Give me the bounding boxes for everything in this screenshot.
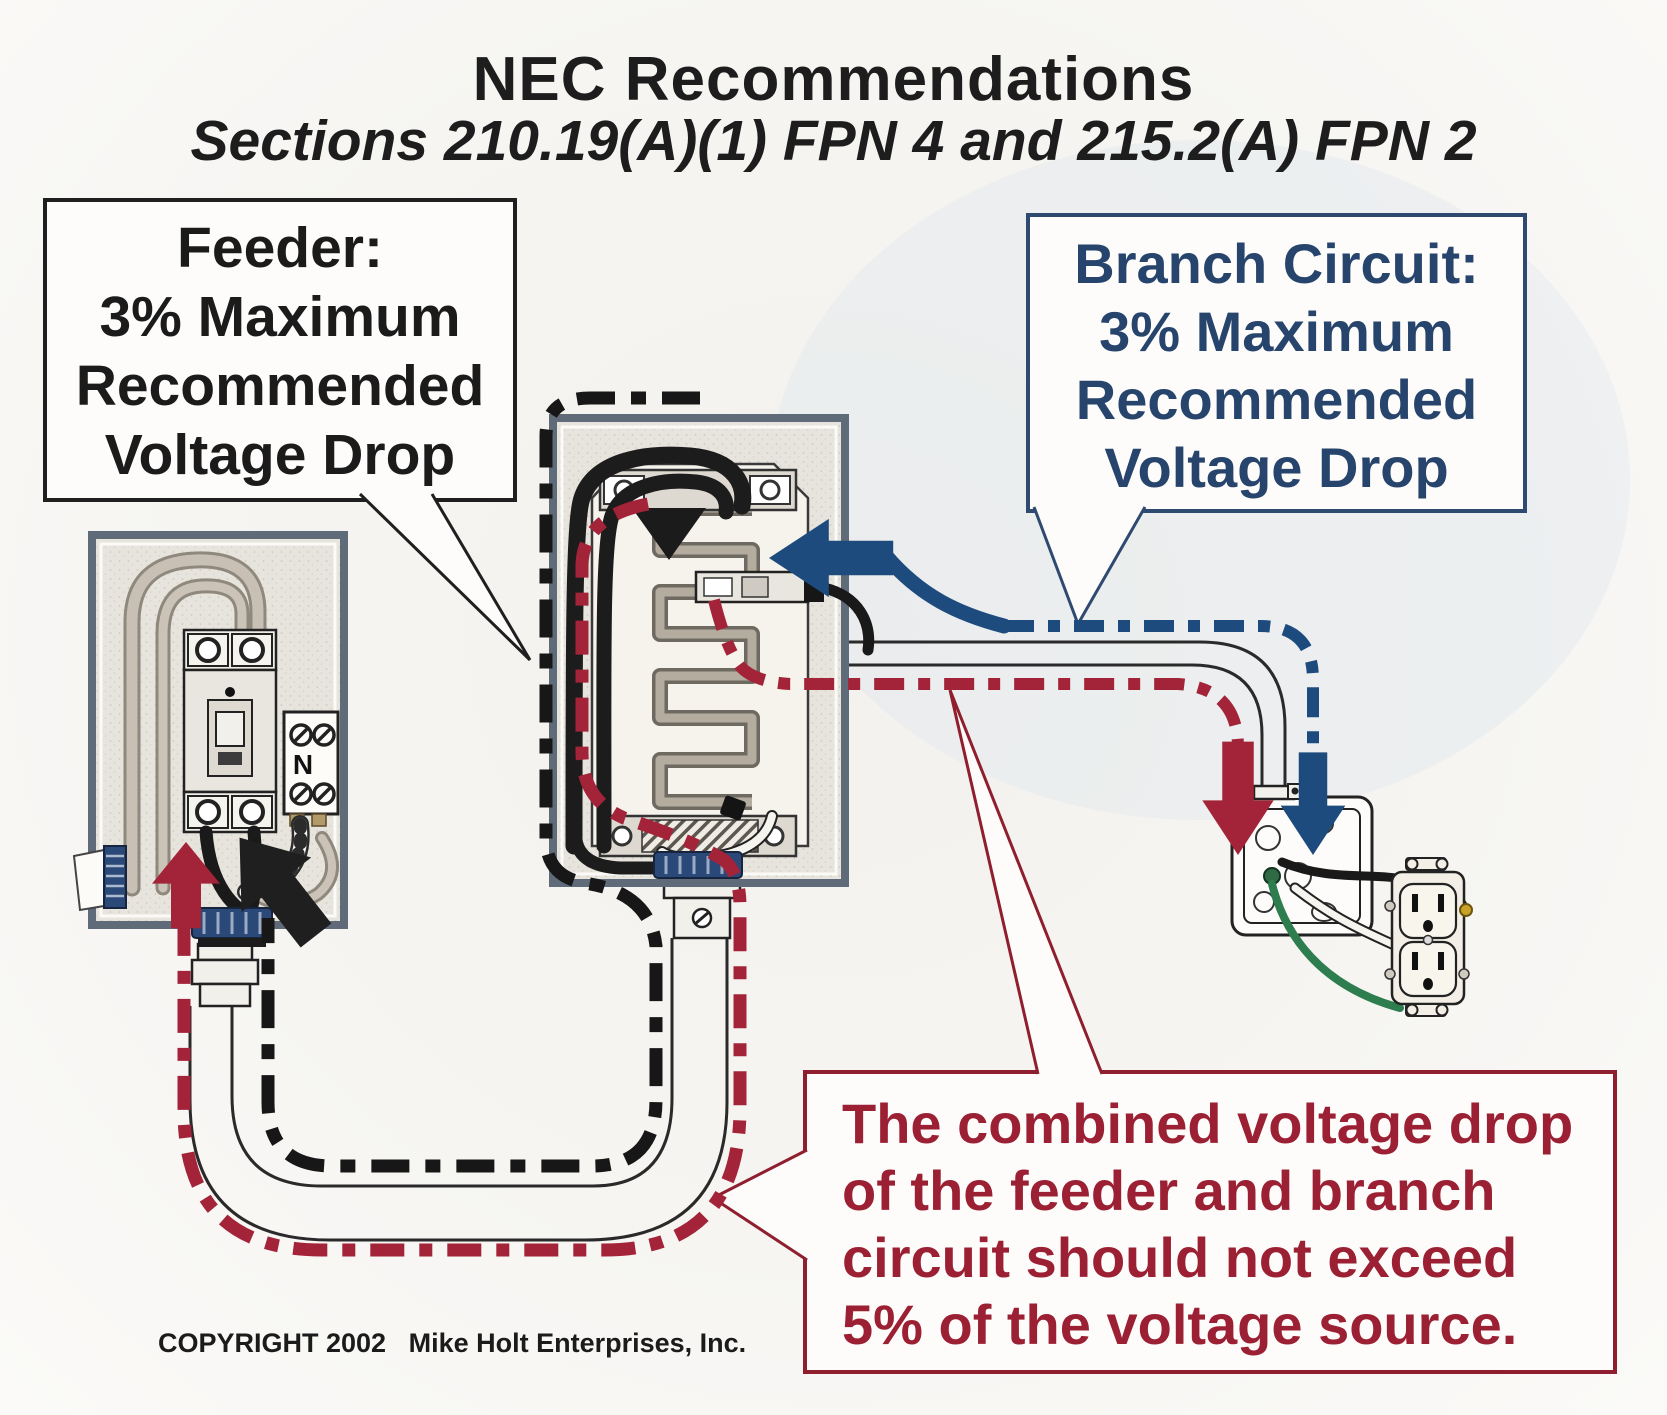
combined-callout-line: 5% of the voltage source. bbox=[842, 1293, 1518, 1356]
side-connector bbox=[72, 845, 127, 912]
feeder-callout-box bbox=[43, 198, 532, 662]
branch-callout-line: Branch Circuit: bbox=[1074, 232, 1479, 295]
combined-callout-line: of the feeder and branch bbox=[842, 1159, 1496, 1222]
service-cables bbox=[123, 551, 340, 911]
wire-connector bbox=[720, 795, 746, 821]
panel-interior bbox=[590, 462, 810, 848]
feeder-red-dashed-wire bbox=[177, 497, 747, 1257]
branch-blue-dashed-wire bbox=[1004, 620, 1319, 758]
branch-conduit bbox=[847, 640, 1287, 858]
branch-callout-line: 3% Maximum bbox=[1099, 300, 1454, 363]
main-breaker bbox=[182, 628, 278, 834]
feeder-conduit-fitting-left bbox=[190, 942, 260, 1008]
combined-voltage-drop-callout: The combined voltage drop of the feeder … bbox=[842, 1090, 1602, 1358]
feeder-black-dashed-wire bbox=[261, 391, 700, 1173]
page-title: NEC Recommendations bbox=[472, 45, 1195, 114]
receptacle-ground-wire bbox=[1268, 880, 1404, 1012]
feeder-callout-line: Voltage Drop bbox=[104, 423, 456, 487]
feeder-conduit-fitting-center bbox=[662, 882, 742, 940]
duplex-receptacle bbox=[1384, 857, 1473, 1017]
branch-red-dashed-wire bbox=[708, 598, 1244, 756]
branch-blue-curved-arrow-icon bbox=[769, 518, 1012, 634]
branch-breaker bbox=[694, 570, 824, 604]
branch-callout-box bbox=[1026, 213, 1527, 625]
neutral-bar: N bbox=[282, 710, 340, 827]
feeder-callout: Feeder: 3% Maximum Recommended Voltage D… bbox=[45, 214, 515, 490]
receptacle-neutral-wire bbox=[1289, 882, 1398, 950]
branch-callout-line: Recommended bbox=[1075, 368, 1478, 431]
feeder-callout-line: Recommended bbox=[75, 354, 485, 418]
bottom-terminal-block bbox=[191, 907, 273, 947]
branch-hot-wire bbox=[818, 582, 875, 656]
copyright-notice: COPYRIGHT 2002 Mike Holt Enterprises, In… bbox=[158, 1328, 747, 1358]
service-disconnect-panel: N bbox=[72, 531, 348, 947]
feeder-termination-arrow-icon bbox=[632, 508, 706, 560]
bus-bars bbox=[652, 500, 760, 810]
branch-circuit-callout: Branch Circuit: 3% Maximum Recommended V… bbox=[1028, 230, 1525, 502]
branch-callout-tail bbox=[1034, 507, 1145, 624]
combined-callout-box bbox=[712, 689, 1617, 1374]
loadcenter-panel bbox=[549, 414, 875, 887]
page-subtitle: Sections 210.19(A)(1) FPN 4 and 215.2(A)… bbox=[190, 109, 1477, 173]
combined-callout-line: The combined voltage drop bbox=[842, 1092, 1574, 1155]
branch-callout-line: Voltage Drop bbox=[1104, 436, 1449, 499]
feeder-callout-line: 3% Maximum bbox=[99, 285, 461, 349]
feeder-callout-line: Feeder: bbox=[177, 216, 383, 280]
combined-callout-line: circuit should not exceed bbox=[842, 1226, 1518, 1289]
combined-callout-left-tail bbox=[713, 1150, 807, 1260]
feeder-conduit bbox=[188, 938, 729, 1242]
neutral-bar-label: N bbox=[293, 749, 313, 780]
panel-feeder-wires bbox=[565, 446, 752, 875]
